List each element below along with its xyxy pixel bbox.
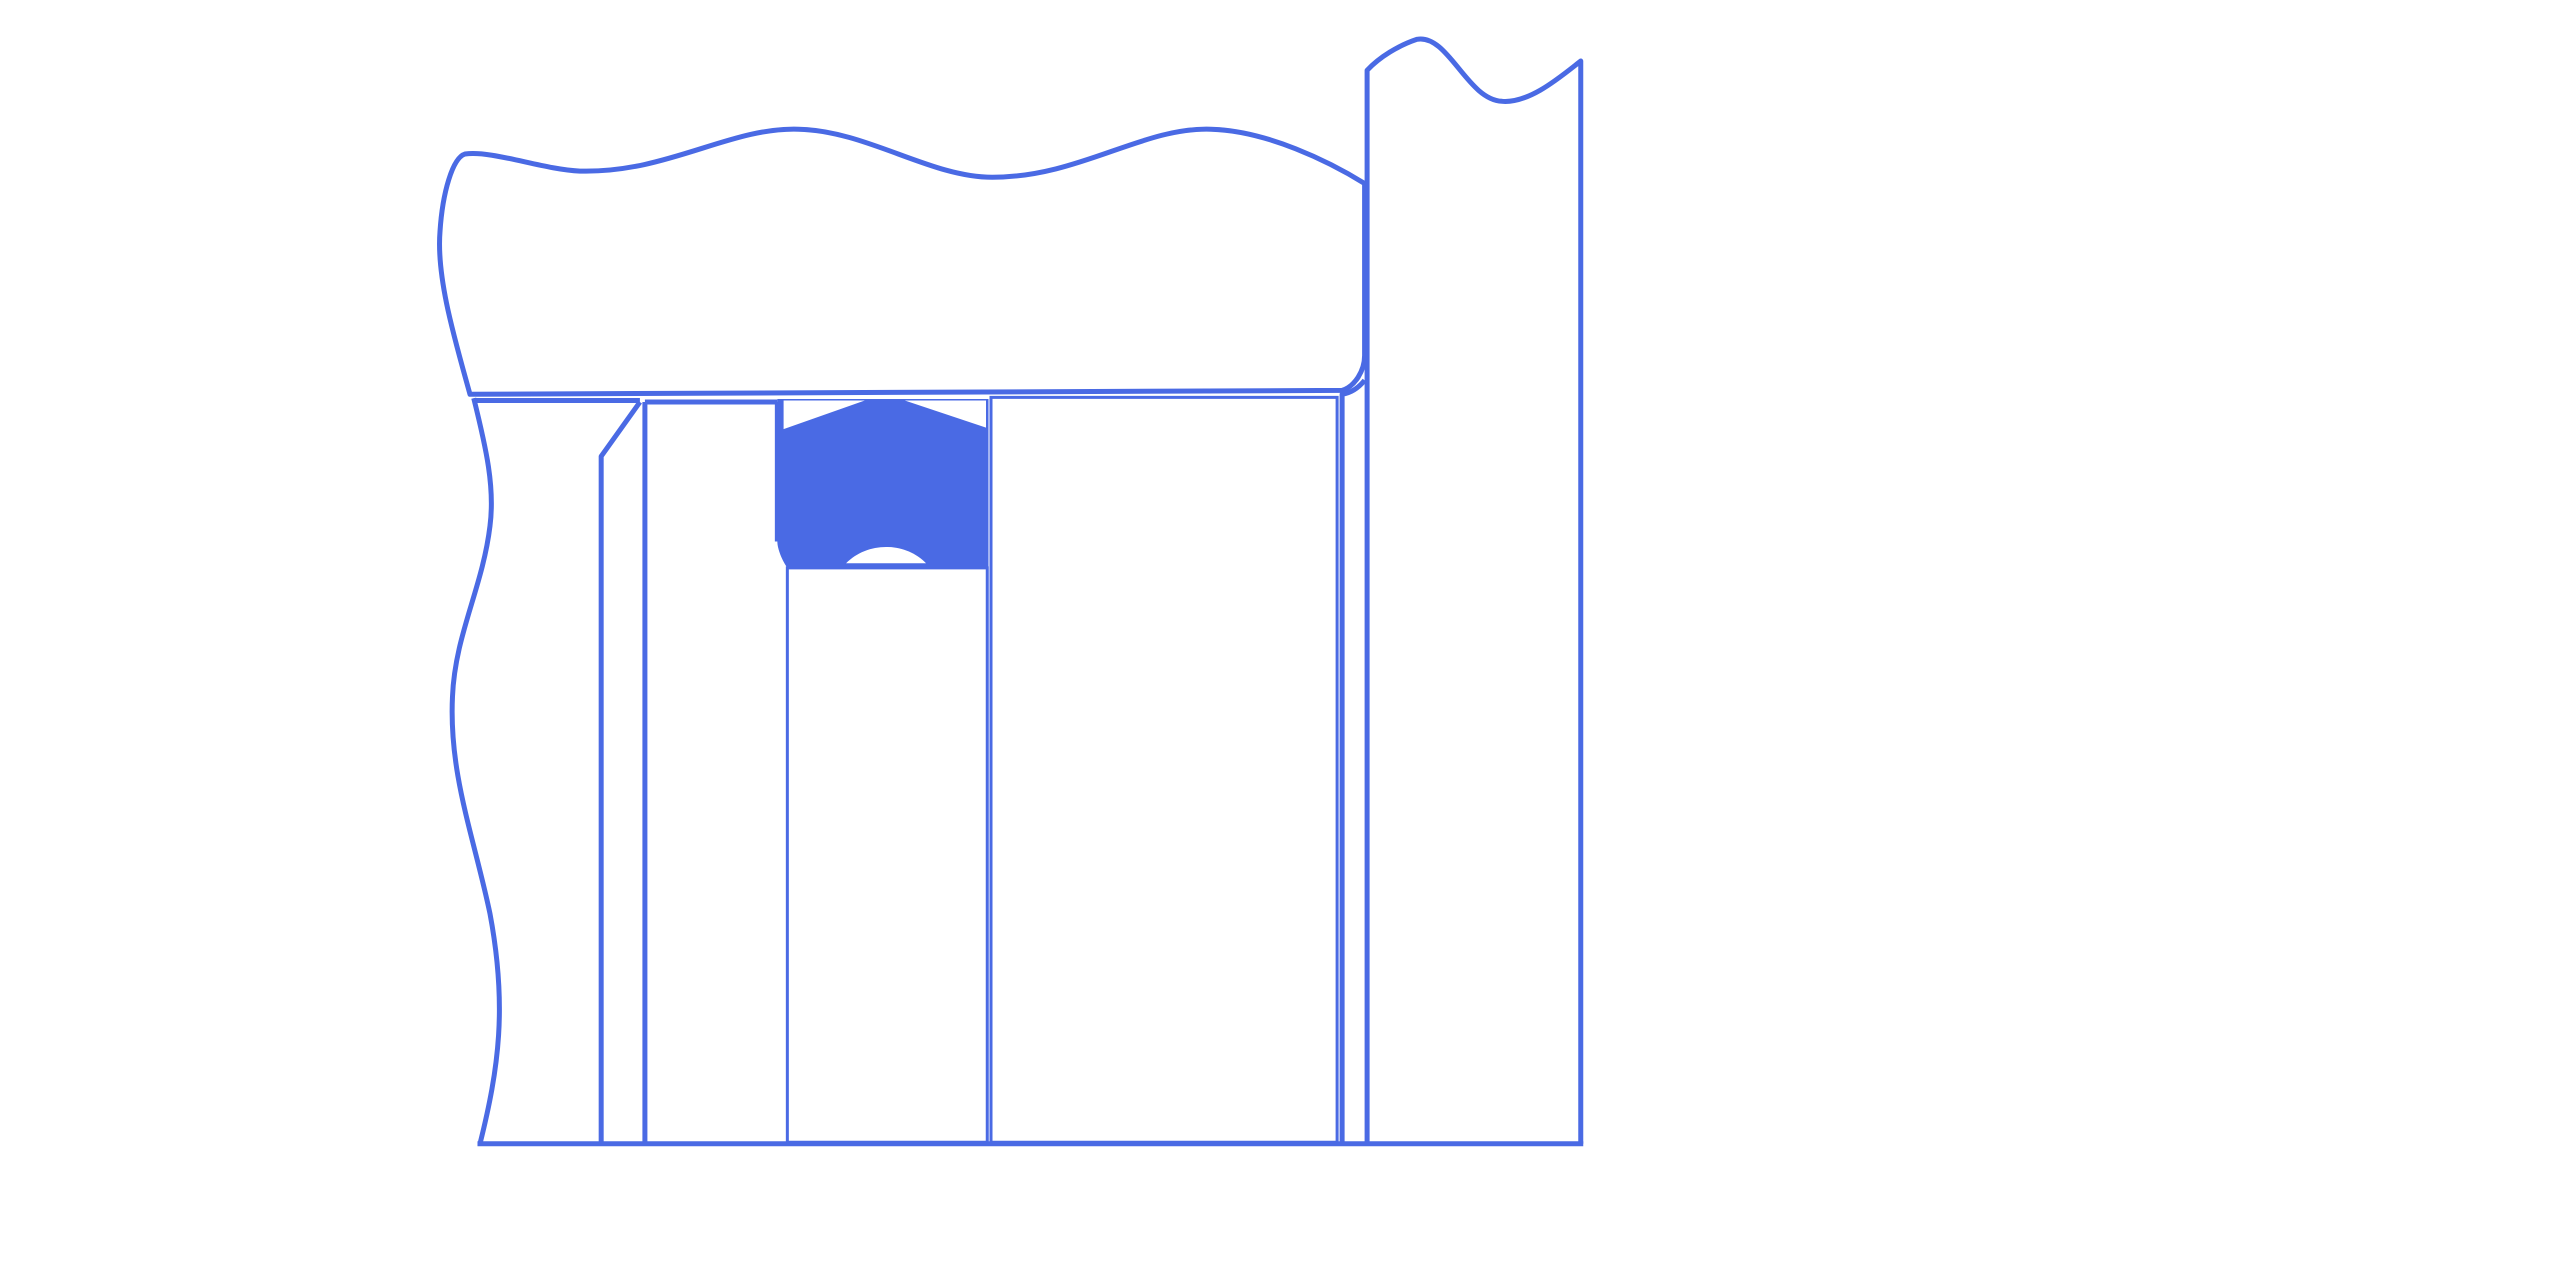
door	[787, 568, 987, 1142]
flag-icon	[1367, 39, 1581, 1144]
sign-cutout-left	[783, 400, 865, 430]
pole-inner-line	[1342, 380, 1364, 1143]
sign-panel	[777, 398, 989, 568]
left-wall-curtain	[452, 398, 499, 1144]
sign-cutout-right	[904, 400, 987, 428]
storefront-illustration	[430, 30, 1592, 1150]
sign-arch	[846, 546, 927, 564]
shop-window	[991, 397, 1337, 1142]
small-pillar	[601, 402, 777, 1142]
awning	[440, 129, 1365, 394]
